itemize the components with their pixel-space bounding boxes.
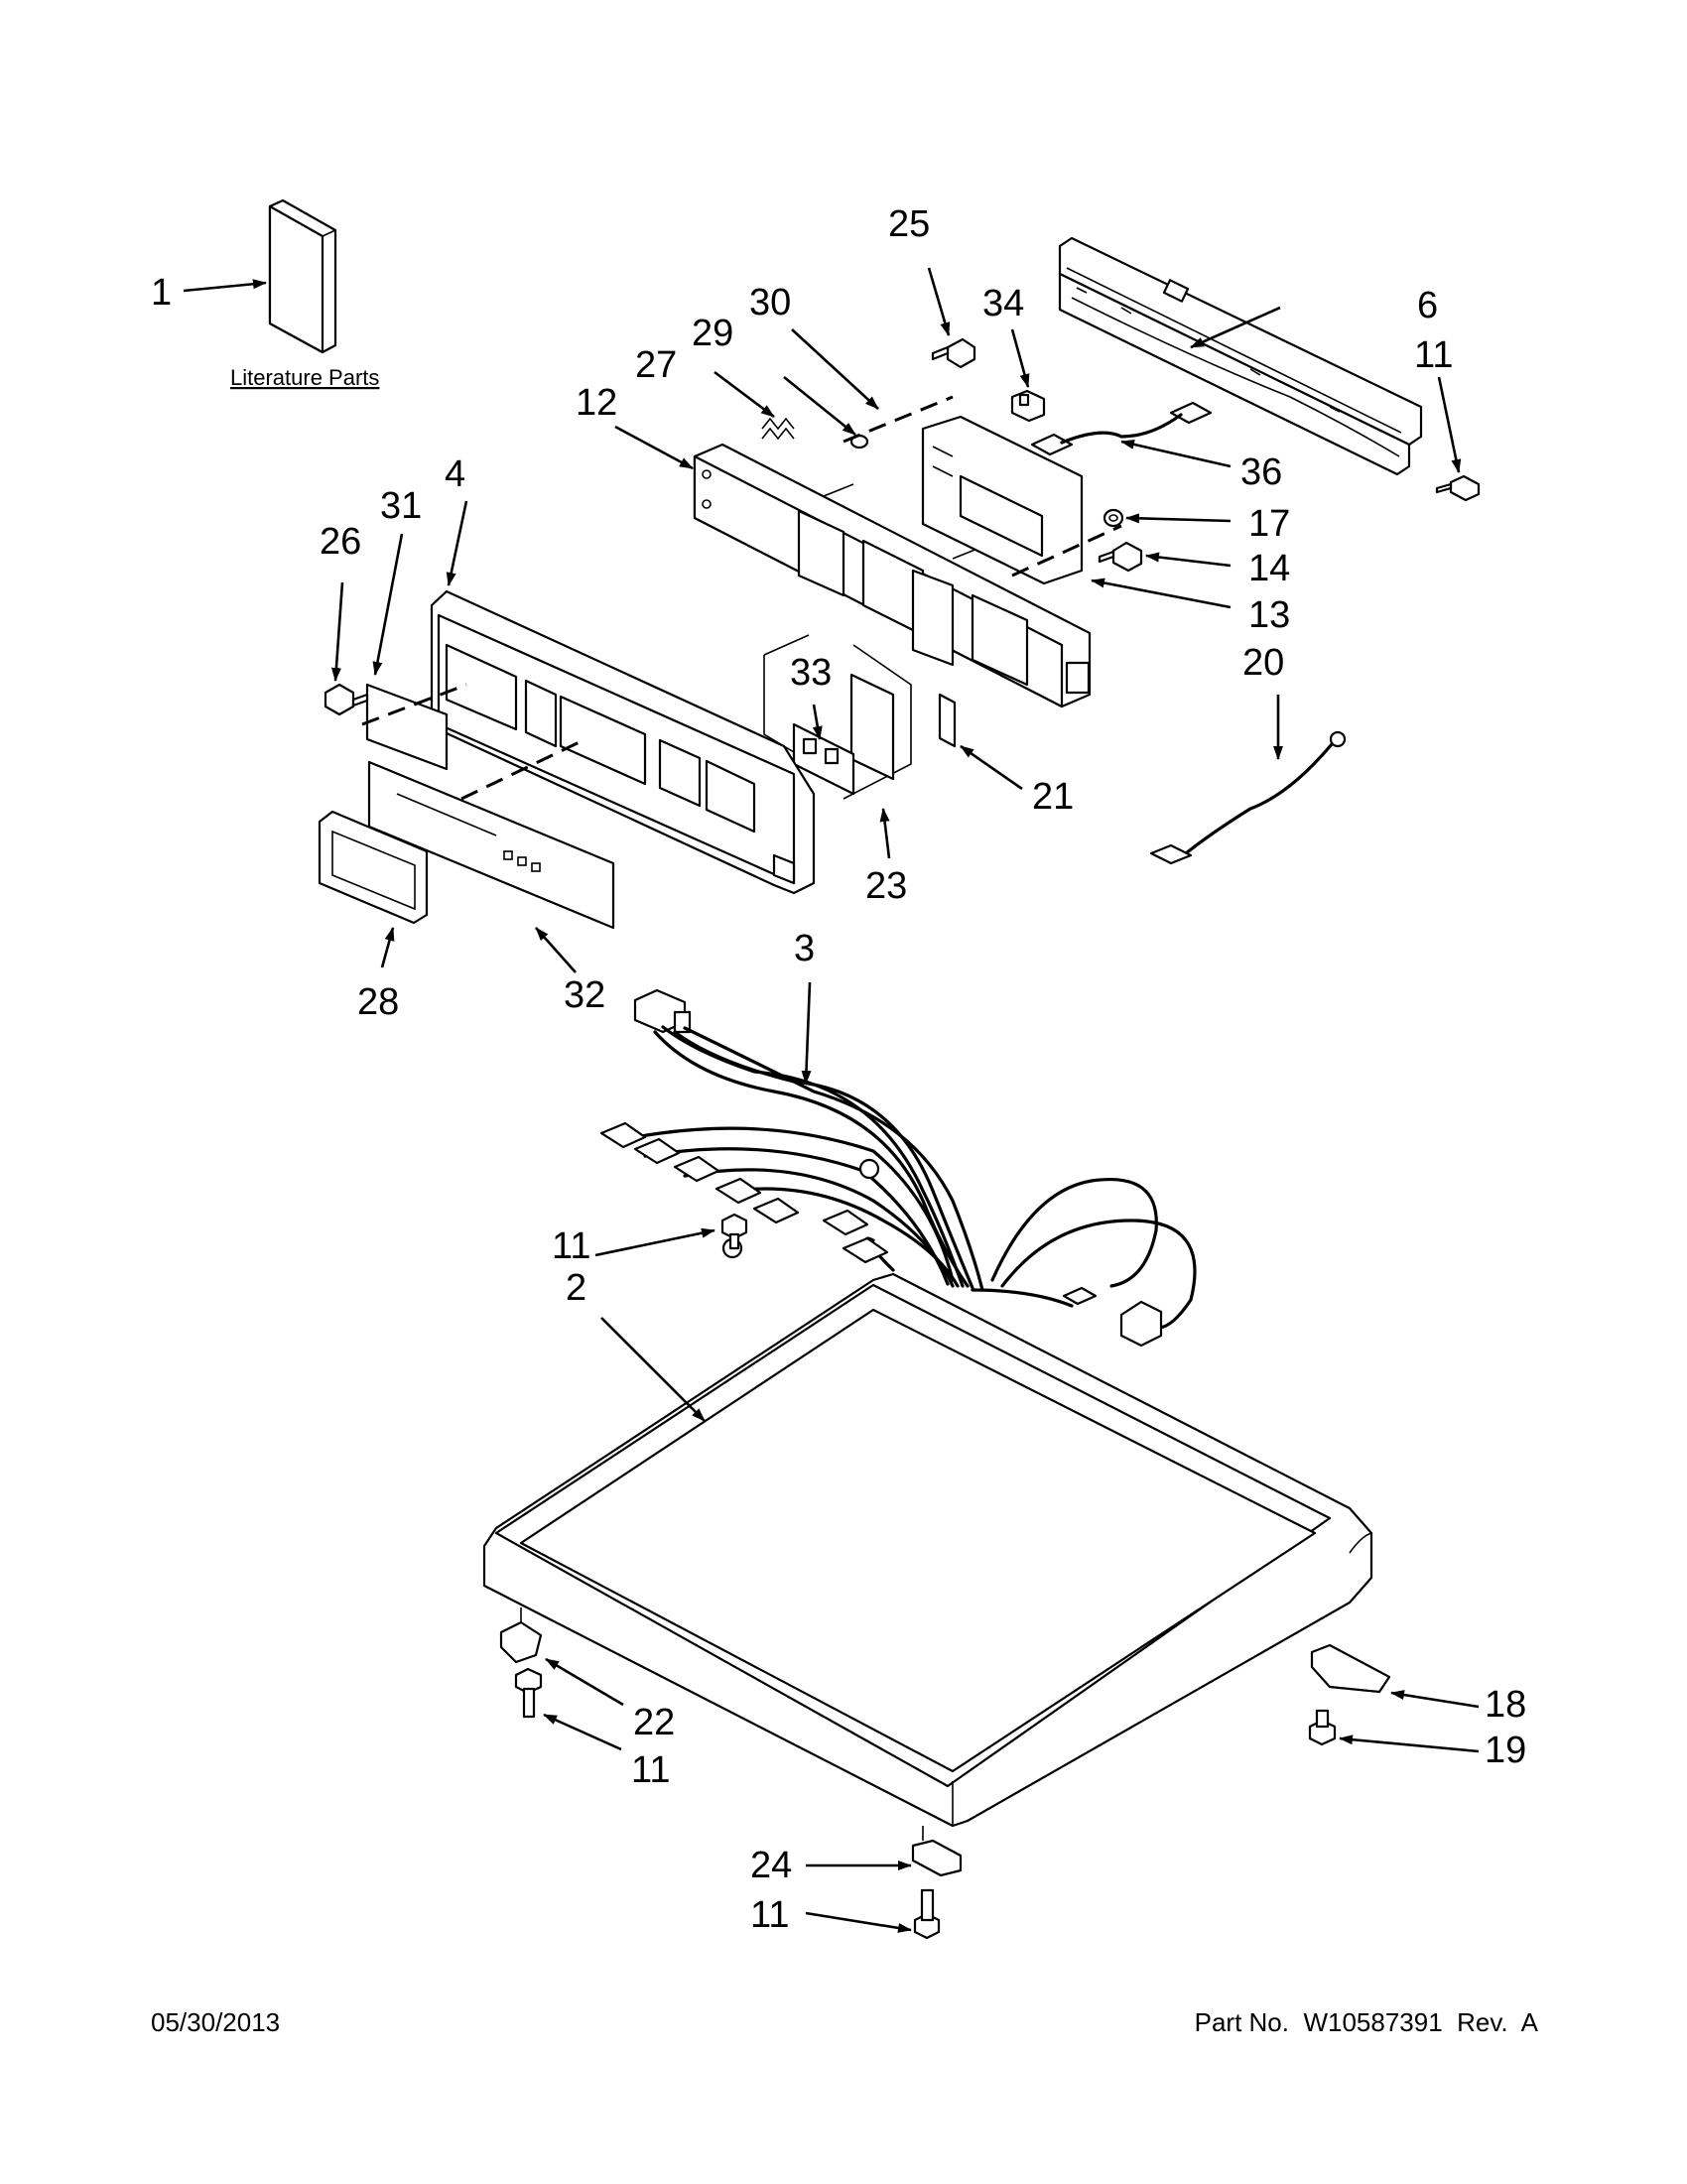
screw-11-bottom bbox=[913, 1888, 941, 1940]
control-overlay bbox=[367, 760, 615, 930]
callout-11-bottom: 11 bbox=[750, 1894, 789, 1936]
callout-17: 17 bbox=[1248, 503, 1290, 545]
screw-14 bbox=[1098, 541, 1143, 573]
callout-13: 13 bbox=[1248, 594, 1290, 636]
bracket-22 bbox=[499, 1607, 543, 1664]
callout-2: 2 bbox=[566, 1267, 586, 1309]
callout-25: 25 bbox=[888, 203, 930, 245]
callout-30: 30 bbox=[749, 282, 791, 323]
screw-11-harness bbox=[720, 1213, 748, 1250]
callout-27: 27 bbox=[635, 344, 677, 386]
callout-18: 18 bbox=[1485, 1684, 1526, 1726]
callout-4: 4 bbox=[445, 453, 465, 495]
main-wire-harness bbox=[599, 988, 1197, 1348]
leader-lines bbox=[183, 267, 1480, 1933]
screw-19 bbox=[1308, 1709, 1337, 1746]
callout-3: 3 bbox=[794, 928, 815, 969]
callout-36: 36 bbox=[1240, 451, 1282, 493]
callout-29: 29 bbox=[692, 313, 733, 354]
ground-wire bbox=[1149, 730, 1347, 865]
callout-26: 26 bbox=[320, 521, 361, 563]
callout-6: 6 bbox=[1417, 285, 1438, 326]
callout-21: 21 bbox=[1032, 776, 1074, 818]
console-panel bbox=[430, 589, 816, 895]
rear-console-bracket bbox=[1058, 236, 1423, 476]
footer-part-number: Part No. W10587391 Rev. A bbox=[1195, 2007, 1539, 2037]
callout-31: 31 bbox=[380, 485, 422, 527]
callout-23: 23 bbox=[865, 865, 907, 907]
callout-11-harness: 11 bbox=[552, 1225, 590, 1267]
callout-11-top: 11 bbox=[1414, 334, 1453, 376]
bracket-18 bbox=[1310, 1643, 1391, 1694]
ribbon-harness bbox=[1030, 401, 1213, 456]
callout-20: 20 bbox=[1242, 642, 1284, 684]
ui-switch-bracket bbox=[763, 634, 912, 800]
connector-34 bbox=[1010, 389, 1046, 423]
screw-11-top bbox=[1435, 474, 1481, 502]
small-plate-21 bbox=[938, 693, 957, 748]
screw-26 bbox=[324, 683, 369, 716]
callout-24: 24 bbox=[750, 1845, 792, 1886]
screw-11-left bbox=[514, 1667, 543, 1719]
callout-14: 14 bbox=[1248, 548, 1290, 589]
literature-booklet bbox=[268, 198, 337, 354]
bracket-24 bbox=[911, 1826, 963, 1877]
dryer-top-panel bbox=[482, 1272, 1373, 1828]
callout-33: 33 bbox=[790, 652, 832, 694]
callout-32: 32 bbox=[564, 974, 605, 1016]
callout-1: 1 bbox=[151, 272, 172, 314]
control-board bbox=[921, 415, 1084, 585]
callout-19: 19 bbox=[1485, 1730, 1526, 1771]
callout-34: 34 bbox=[982, 283, 1024, 324]
footer-date: 05/30/2013 bbox=[151, 2007, 280, 2037]
callout-22: 22 bbox=[633, 1702, 675, 1743]
callout-12: 12 bbox=[576, 382, 617, 424]
callout-28: 28 bbox=[357, 981, 399, 1023]
screw-25 bbox=[931, 337, 976, 369]
literature-parts-caption: Literature Parts bbox=[230, 365, 379, 390]
callout-11-left: 11 bbox=[631, 1749, 670, 1791]
spring bbox=[761, 417, 795, 441]
grommet-17 bbox=[1103, 508, 1124, 528]
console-frame bbox=[693, 443, 1092, 708]
display-lens bbox=[318, 810, 429, 925]
